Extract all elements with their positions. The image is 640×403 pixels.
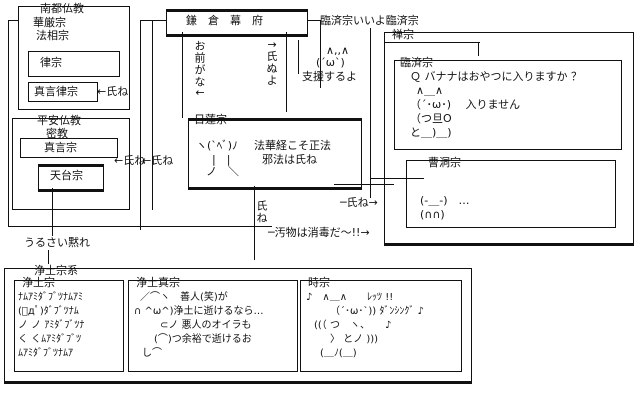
arrow-shine-2: ←氏ね	[114, 154, 146, 167]
shinshu-line-2: ∩ ^ω^)浄土に逝けるなら…	[134, 306, 264, 317]
jodoshu-line-5: ﾑｱﾐﾀﾞﾌﾞﾂﾅﾑｱ	[18, 348, 73, 359]
rinzai-line-3: （´･ω･) 入りません	[410, 98, 521, 111]
heian-bukkyo-frame	[12, 118, 130, 210]
conn-kamakura-down-l	[182, 32, 183, 118]
shingon-box	[20, 138, 118, 158]
nichiren-text-2: 邪法は氏ね	[262, 153, 317, 166]
ritsu-label: 律宗	[40, 56, 62, 69]
jodo-frame	[4, 268, 472, 384]
shingon-ritsu-label: 真言律宗	[34, 85, 78, 98]
jodoshu-line-4: く くﾑｱﾐﾀﾞﾌﾞﾂ	[18, 334, 82, 345]
rinzai-line-2: ∧＿∧	[416, 84, 444, 97]
rinzai-line-5: と＿)＿)	[410, 126, 452, 139]
arrow-shine-4: ─氏ね→	[340, 196, 378, 209]
jodoshu-line-3: ノ ノ ｱﾐﾀﾞﾌﾞﾂﾅ	[18, 320, 85, 331]
conn-nichiren-zen	[334, 184, 394, 185]
conn-kamakura-down-r	[286, 32, 287, 112]
arrow-shine-1: ←氏ね	[97, 85, 129, 98]
conn-shien	[298, 40, 299, 74]
shingon-ritsu-box	[28, 82, 98, 102]
soto-title: 曹洞宗	[428, 156, 461, 169]
kamakura-right-line	[308, 20, 320, 21]
conn-left-1	[8, 20, 9, 226]
conn-urusai-down	[48, 250, 49, 264]
soto-line-2: (∩∩)	[420, 208, 445, 221]
nichiren-aa-3: ノ ＼	[206, 165, 239, 178]
urusai-text: うるさい黙れ	[24, 236, 90, 249]
omaega-na-text: お前がな↓	[193, 40, 206, 99]
mikkyo-label: 密教	[46, 127, 68, 140]
jishu-box	[300, 280, 462, 372]
jishu-line-4: 〉 とノ )))	[330, 334, 379, 345]
shinshu-line-3: ⊂ノ 悪人のオイラも	[160, 320, 252, 331]
tendai-box	[38, 164, 104, 192]
arrow-shine-3: ←氏ね	[142, 154, 174, 167]
nichiren-down-text: 氏ね	[255, 200, 268, 224]
nanto-bukkyo-frame	[18, 6, 130, 110]
soto-line-1: (-＿-) …	[420, 194, 470, 207]
kamakura-aa-face: (´ω`)	[316, 56, 345, 69]
conn-top-left	[8, 20, 18, 21]
nanto-bukkyo-title: 南都仏教	[40, 2, 84, 15]
ritsu-box	[28, 51, 120, 77]
rinzai-title: 臨済宗	[400, 56, 433, 69]
zen-title: 禅宗	[392, 28, 414, 41]
jishu-line-5: (＿ﾉ(＿)	[320, 348, 357, 359]
shingon-label: 真言宗	[44, 141, 77, 154]
rinzai-box	[394, 60, 622, 150]
kamakura-bakufu-box	[166, 9, 308, 37]
rinzai-yoi-text: 臨済宗いいよ臨済宗	[320, 14, 419, 27]
shinshu-title: 浄土真宗	[136, 276, 180, 289]
jishu-line-2: （´･ω･`)) ﾀﾞﾝｼﾝｸﾞ ♪	[330, 306, 424, 317]
obutsu-text: ─汚物は消毒だ〜!!→	[268, 226, 370, 239]
conn-zen-arrow	[478, 42, 479, 56]
jishu-line-3: ((（ つ ヽ、 ♪	[314, 320, 392, 331]
hosso-label: 法相宗	[36, 29, 69, 42]
conn-nichiren-down	[254, 186, 255, 260]
conn-left-2	[140, 20, 141, 230]
conn-kamakura-right	[370, 28, 371, 198]
shinshu-box	[128, 280, 298, 372]
nichiren-aa-1: ヽ(`ﾍﾞ)ﾉ	[196, 139, 238, 152]
tendai-label: 天台宗	[50, 169, 83, 182]
kegon-label: 華厳宗	[33, 16, 66, 29]
jodoshu-line-1: ﾅﾑｱﾐﾀﾞﾌﾞﾂﾅﾑｱﾐ	[18, 292, 83, 303]
shinshu-line-4: (⌒)つ余裕で逝けるお	[154, 334, 252, 345]
jodoshu-title: 浄土宗	[22, 276, 55, 289]
kamakura-bakufu-title: 鎌 倉 幕 府	[186, 14, 263, 27]
shinshu-line-5: し⌒	[142, 348, 162, 359]
rinzai-line-1: Ｑ バナナはおやつに入りますか ？	[410, 70, 582, 83]
jishu-line-1: ♪ ∧＿∧ ﾚｯﾂ !!	[306, 292, 394, 303]
conn-kamakura-right2	[320, 20, 321, 88]
nichiren-title: 日蓮宗	[194, 113, 227, 126]
rinzai-line-4: （つ旦O	[410, 112, 452, 125]
nichiren-box	[188, 118, 362, 190]
nichiren-aa-2: | |	[212, 153, 231, 166]
jodoshu-box	[14, 280, 124, 372]
conn-top-mid	[140, 20, 166, 21]
conn-tendai-down	[52, 188, 53, 236]
conn-left-3	[152, 20, 153, 210]
conn-zen-top	[384, 42, 480, 43]
zen-frame	[384, 32, 634, 246]
heian-bukkyo-title: 平安仏教	[37, 114, 81, 127]
shine-yo-text: ↑氏ぬよ	[265, 40, 278, 87]
jishu-title: 時宗	[308, 276, 330, 289]
conn-rinzai-soto	[370, 178, 424, 179]
jodo-title: 浄土宗系	[34, 264, 78, 277]
nichiren-text-1: 法華経こそ正法	[254, 139, 331, 152]
conn-bottom-left	[8, 226, 272, 227]
shinshu-line-1: ／⌒ヽ 善人(笑)が	[140, 292, 228, 303]
soto-box	[406, 160, 616, 228]
jodoshu-line-2: (ﾟдﾟ)ﾀﾞﾌﾞﾂﾅﾑ	[18, 306, 79, 317]
shien-text: 支援するよ	[302, 70, 357, 83]
kamakura-aa-ears: ∧,,∧	[326, 44, 350, 57]
